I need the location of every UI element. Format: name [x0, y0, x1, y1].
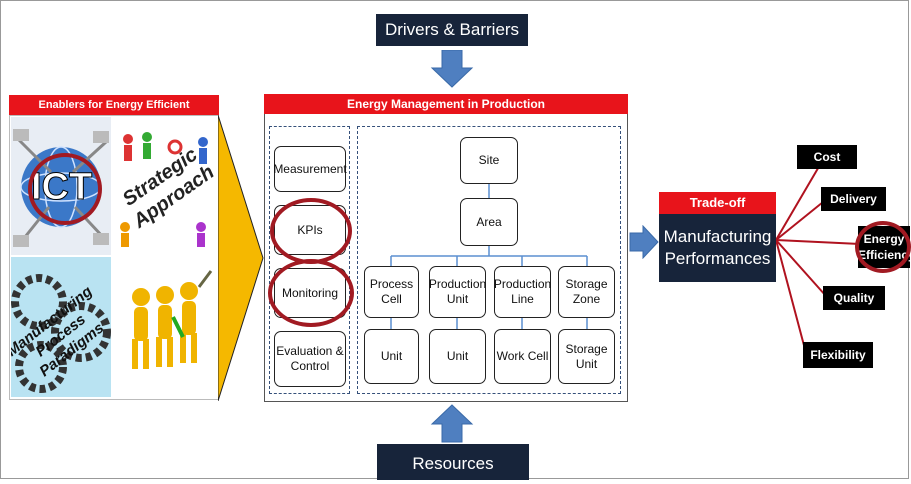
tile-strategic: Strategic Approach	[113, 117, 217, 255]
node-site: Site	[460, 137, 518, 184]
outcome-delivery: Delivery	[821, 187, 886, 211]
node-storage-unit: Storage Unit	[558, 329, 615, 384]
gears-icon	[11, 274, 111, 393]
tile-paradigms: Manufacturing Process Paradigms	[11, 257, 111, 397]
tradeoff-title: Trade-off	[659, 192, 776, 214]
metrics-group	[269, 126, 350, 394]
outcome-flexibility: Flexibility	[803, 342, 873, 368]
node-work-cell: Work Cell	[494, 329, 551, 384]
people-icon	[120, 132, 208, 247]
energy-efficiency-highlight-circle	[855, 221, 911, 273]
energy-management-title: Energy Management in Production	[264, 94, 628, 114]
drivers-barriers-label: Drivers & Barriers	[376, 14, 528, 46]
outcome-connectors	[776, 157, 861, 354]
node-area: Area	[460, 198, 518, 246]
tradeoff-body: Manufacturing Performances	[659, 214, 776, 282]
node-process-cell: Process Cell	[364, 266, 419, 318]
down-arrow-icon	[430, 50, 474, 88]
monitoring-highlight-circle	[268, 259, 354, 327]
hierarchy-connectors	[390, 184, 588, 329]
outcome-quality: Quality	[823, 286, 885, 310]
node-production-line: Production Line	[494, 266, 551, 318]
up-arrow-icon	[430, 404, 474, 443]
node-unit-2: Unit	[429, 329, 486, 384]
kpis-highlight-circle	[270, 198, 352, 264]
node-storage-zone: Storage Zone	[558, 266, 615, 318]
ict-highlight-circle	[28, 153, 102, 225]
enablers-title: Enablers for Energy Efficient Manufactur…	[9, 95, 219, 131]
workers-icon	[132, 270, 213, 369]
node-unit-1: Unit	[364, 329, 419, 384]
outcome-cost: Cost	[797, 145, 857, 169]
tile-workers	[113, 257, 217, 397]
metric-measurement: Measurement	[273, 146, 347, 192]
hierarchy-group	[357, 126, 621, 394]
node-production-unit: Production Unit	[429, 266, 486, 318]
resources-label: Resources	[377, 444, 529, 480]
chevron-arrow-icon	[218, 115, 264, 401]
right-arrow-icon	[629, 225, 659, 259]
metric-evaluation-control: Evaluation & Control	[274, 331, 346, 387]
